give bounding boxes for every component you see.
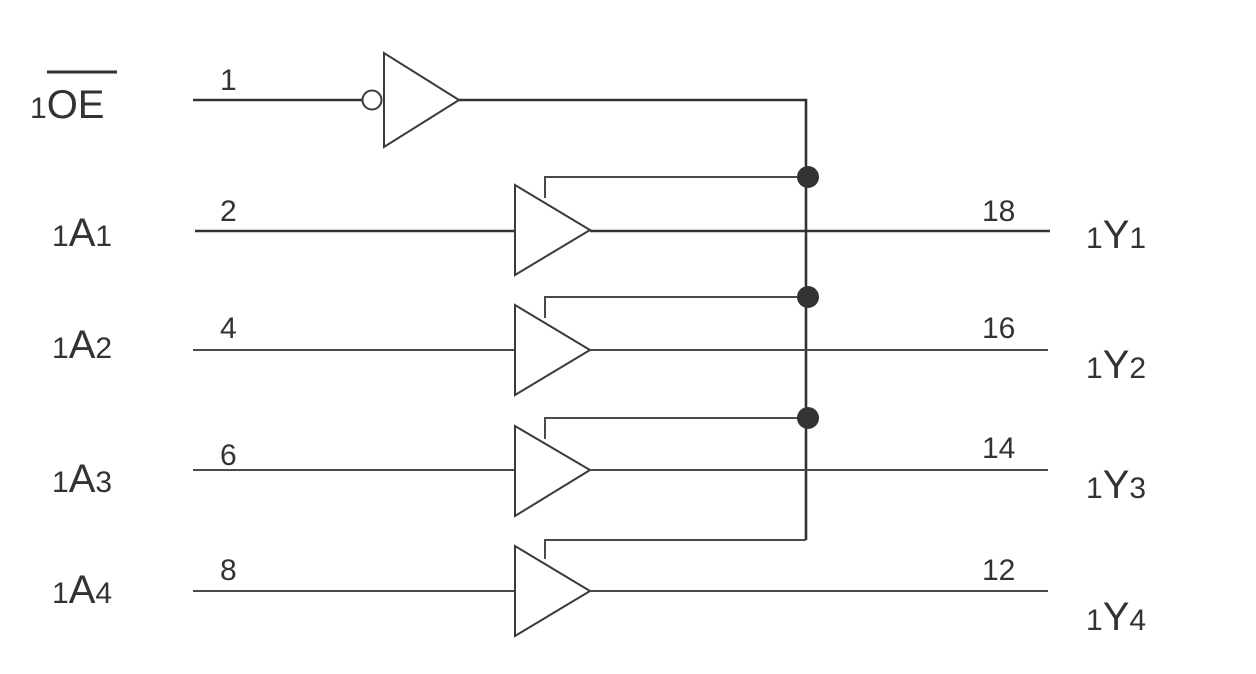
enable-bus-wire [459,98,808,540]
input-label-sub: 2 [95,332,112,365]
input-pin-8: 8 [220,554,237,587]
enable-label-prefix: 1 [30,92,47,125]
channel-4: 1A4 8 12 1Y4 [52,539,1146,639]
buffer-gate-4 [514,544,592,638]
output-label-sub: 4 [1129,604,1146,637]
output-label-prefix: 1 [1086,604,1103,637]
input-pin-6: 6 [220,439,237,472]
enable-label: 1OE [30,83,104,127]
input-pin-4: 4 [220,312,237,345]
enable-tap-wire-3 [544,417,806,439]
input-label-main: A [69,323,96,367]
input-pin-2: 2 [220,195,237,228]
output-label-prefix: 1 [1086,352,1103,385]
output-pin-12: 12 [982,554,1015,587]
output-label-sub: 3 [1129,472,1146,505]
output-label-1Y2: 1Y2 [1086,343,1146,387]
enable-inversion-bubble [361,89,383,111]
input-label-sub: 4 [95,577,112,610]
output-label-prefix: 1 [1086,472,1103,505]
enable-buffer-gate [383,51,461,149]
enable-tap-wire-1 [544,176,806,198]
junction-dot-3 [797,407,819,429]
junction-dot-1 [797,166,819,188]
output-label-main: Y [1103,595,1130,639]
output-label-main: Y [1103,213,1130,257]
input-label-sub: 1 [95,220,112,253]
enable-section: 1OE 1 [30,51,808,540]
input-label-main: A [69,457,96,501]
input-label-main: A [69,211,96,255]
enable-tap-wire-2 [544,296,806,318]
input-label-prefix: 1 [52,220,69,253]
output-label-sub: 1 [1129,222,1146,255]
buffer-gate-2 [514,303,592,397]
enable-pin-number: 1 [220,64,237,97]
buffer-gate-1 [514,183,592,277]
output-label-1Y3: 1Y3 [1086,463,1146,507]
output-pin-16: 16 [982,312,1015,345]
input-label-1A3: 1A3 [52,457,112,501]
input-label-main: A [69,568,96,612]
channel-1: 1A1 2 18 1Y1 [52,166,1146,277]
enable-tap-wire-4 [544,539,806,559]
channel-3: 1A3 6 14 1Y3 [52,407,1146,518]
output-label-main: Y [1103,343,1130,387]
channel-2: 1A2 4 16 1Y2 [52,286,1146,397]
output-pin-14: 14 [982,432,1015,465]
enable-label-name: OE [47,83,105,127]
junction-dot-2 [797,286,819,308]
output-label-1Y1: 1Y1 [1086,213,1146,257]
output-label-prefix: 1 [1086,222,1103,255]
output-label-sub: 2 [1129,352,1146,385]
input-label-sub: 3 [95,466,112,499]
output-label-1Y4: 1Y4 [1086,595,1146,639]
input-label-prefix: 1 [52,332,69,365]
input-label-prefix: 1 [52,577,69,610]
buffer-gate-3 [514,424,592,518]
input-label-prefix: 1 [52,466,69,499]
output-pin-18: 18 [982,195,1015,228]
input-label-1A4: 1A4 [52,568,112,612]
output-label-main: Y [1103,463,1130,507]
input-label-1A2: 1A2 [52,323,112,367]
input-label-1A1: 1A1 [52,211,112,255]
